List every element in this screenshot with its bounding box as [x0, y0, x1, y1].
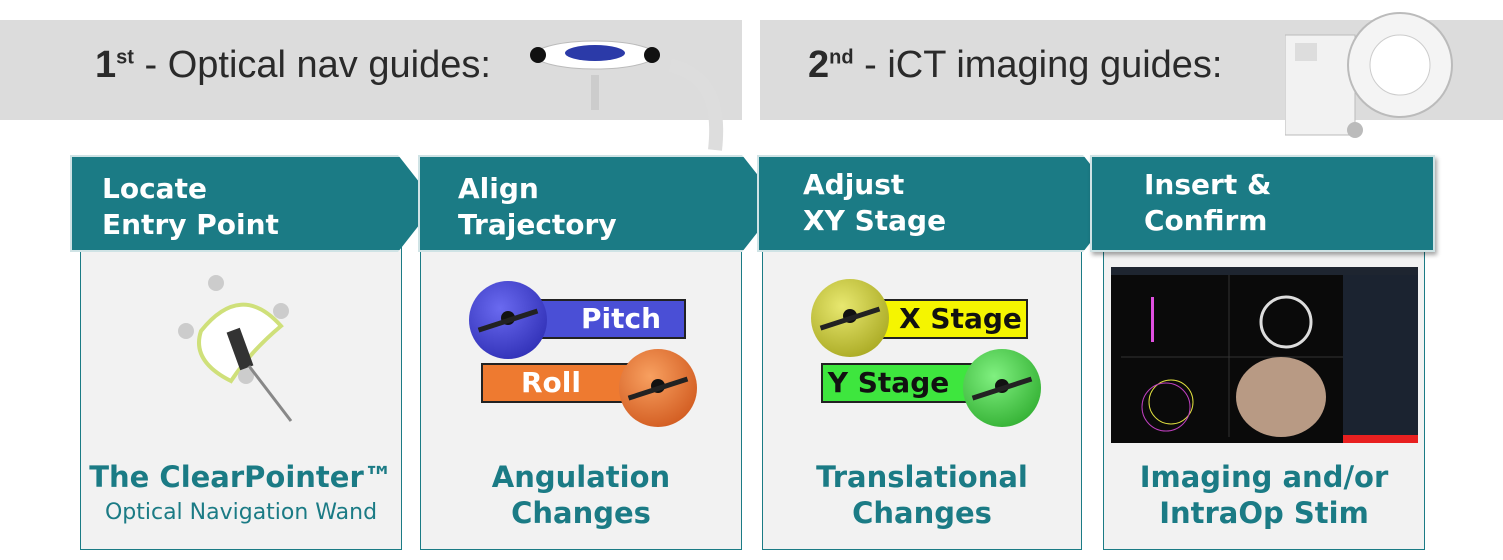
y-stage-label: Y Stage — [821, 363, 986, 403]
ict-imaging-title: 2nd - iCT imaging guides: — [808, 44, 1223, 86]
optical-nav-header — [0, 20, 742, 120]
x-stage-knob-icon — [811, 279, 889, 357]
pitch-knob-icon — [469, 281, 547, 359]
roll-knob-icon — [619, 349, 697, 427]
y-stage-knob-icon — [963, 349, 1041, 427]
navigation-camera-image — [530, 40, 724, 151]
o-arm-scanner-image — [1285, 12, 1453, 138]
clearpointer-wand-image — [178, 275, 293, 422]
pitch-label: Pitch — [526, 299, 686, 339]
roll-label: Roll — [481, 363, 641, 403]
step-banner-insert: Insert &Confirm — [1090, 155, 1435, 252]
optical-nav-title: 1st - Optical nav guides: — [95, 44, 491, 86]
imaging-software-screenshot — [1111, 267, 1418, 443]
